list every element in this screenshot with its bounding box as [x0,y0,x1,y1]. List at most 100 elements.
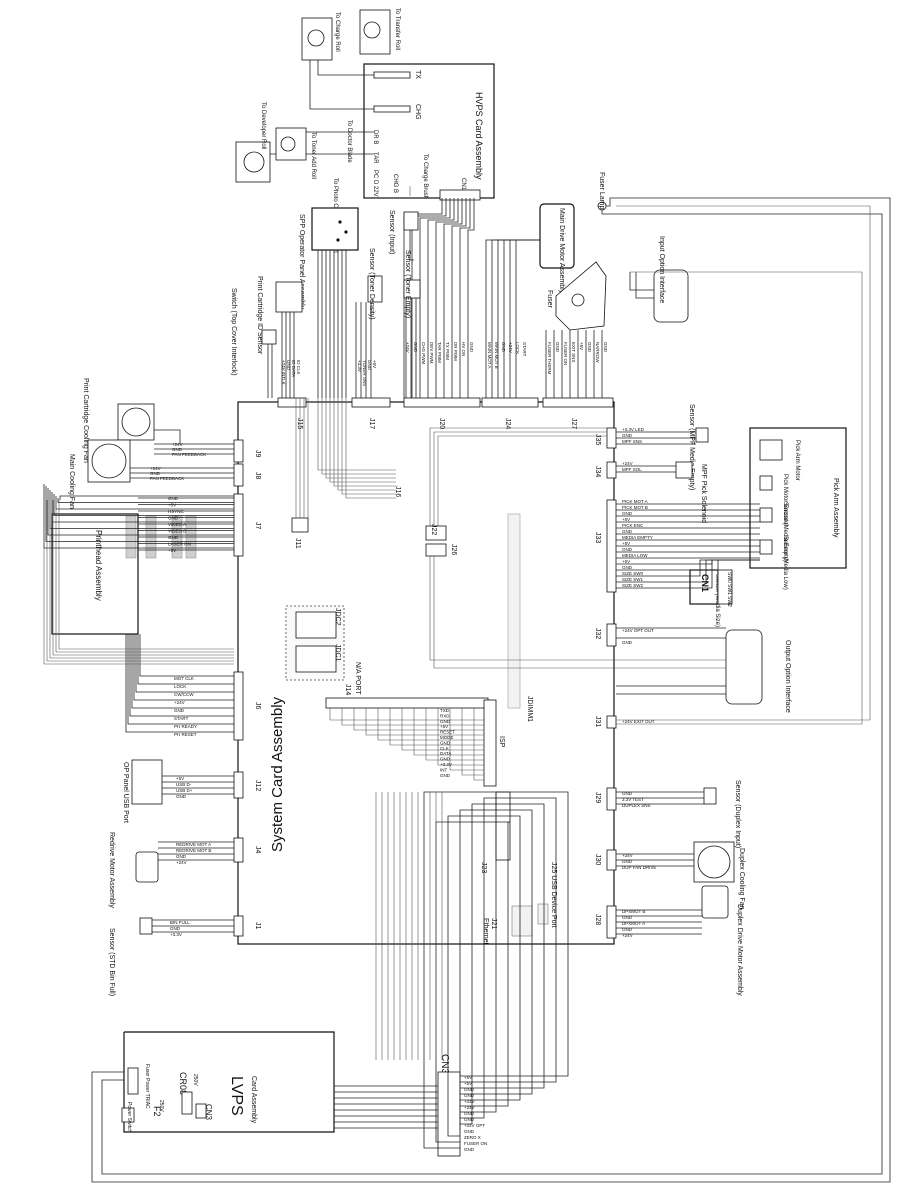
wire [43,500,234,665]
label-j25: J25 USB Device Port [550,862,557,928]
pin-label-j20: GND [413,342,418,353]
pin-label-j7: HSYNC [168,509,185,514]
wire [447,815,510,1137]
connector-j34 [606,461,617,479]
pin-label-j33: GND [622,547,633,552]
connector-j7 [233,493,244,557]
pin-label-j20: DR PWM [453,342,458,361]
label-j9: J9 [254,450,261,458]
pin-label-cn3: GND [464,1117,475,1122]
label-j22: J22 [430,524,437,535]
connector-j20 [403,397,481,408]
label-j33: J33 [594,532,601,543]
wire [413,708,484,756]
label-print-cartridge-id-sensor: Print Cartridge ID Sensor [256,276,263,355]
pin-label-j9: GND [172,447,183,452]
connector-j12 [233,771,244,799]
pin-label-j33: GND [622,565,633,570]
wire [616,205,871,721]
pick-arm-motor [759,439,783,461]
pin-label-j14: RESET [440,730,455,735]
label-tar: TAR [372,152,378,164]
label-duplex-drive-motor: Duplex Drive Motor Assembly [736,904,743,996]
connector-j14 [325,697,489,709]
pin-label-j15: GND [286,360,291,371]
label-printhead-assembly: Printhead Assembly [94,530,103,601]
wire [137,634,234,685]
label-to-doctor-blade: To Doctor Blade [346,120,352,163]
wire [503,239,540,268]
led-icon [338,220,342,224]
label-sw1: SW1 [726,584,732,595]
pin-label-j30: GND [622,859,633,864]
pin-label-j6: LOCK [174,684,186,689]
wire [616,559,760,589]
wire [57,498,234,503]
pin-label-j8: FAN FEEDBACK [150,476,184,481]
connector-j6 [233,671,244,741]
pin-label-j31: +24V EXIT OUT [622,719,655,724]
label-switch-media-size: Switch (Media Size) [714,574,720,627]
wire [365,708,484,736]
wire [449,708,484,771]
wire [47,488,234,536]
wire [317,398,396,471]
pin-label-cn3: ZERO X [464,1135,481,1140]
fan-icon [697,845,731,879]
wire [135,634,234,693]
pin-label-j20: TAR PWM [437,342,442,363]
pin-label-j33: +5V [622,541,630,546]
pin-label-j33: MEDIA EMPTY [622,535,653,540]
cn3-main-connector [437,1071,461,1157]
cr08-component [181,1091,193,1115]
pin-label-j20: TX PWM [445,342,450,360]
wire [129,634,234,717]
wire [443,198,463,398]
pin-label-cn3: +5V [464,1081,472,1086]
led-icon [344,230,348,234]
pin-label-j33: PICK MOT B [622,505,648,510]
label-na-port: N/A PORT [354,662,361,695]
lvps-title: LVPS [228,1076,245,1116]
pin-label-j33: GND [622,529,633,534]
pin-label-cn3: GND [464,1129,475,1134]
label-fuser: Fuser [546,290,553,309]
label-j20: J20 [438,418,445,429]
lvps-cables [329,708,569,1149]
label-j27: J27 [570,418,577,429]
wire [59,495,234,500]
wire [55,500,234,653]
fan-icon [91,443,127,479]
pin-label-j27: FUSER THERM [547,342,552,375]
label-j7: J7 [254,522,261,530]
label-sensor-toner-empty: Sensor (Toner Empty) [404,250,411,318]
pin-label-j33: GND [622,511,633,516]
input-sensor [403,211,419,231]
wire [427,198,455,398]
pin-label-j7: +5V [168,548,176,553]
pin-label-j7: GND [168,496,179,501]
pin-label-cn3: +24V [464,1105,475,1110]
connector-j30 [606,849,617,871]
wire [433,556,726,669]
wire [133,634,234,701]
pin-label-j27: NARROW [595,342,600,363]
label-op-panel-usb-port: OP Panel USB Port [122,762,129,823]
pin-label-j33: +5V [622,517,630,522]
label-chg-b: CHG B [392,174,398,193]
label-duplex-cooling-fan: Duplex Cooling Fan [738,848,745,910]
wire [419,198,451,398]
pin-label-j20: CHG PWM [421,342,426,364]
label-sensor-input: Sensor (Input) [388,210,395,254]
fan-icon [121,407,151,437]
label-fuser-lamp: Fuser Lamp [598,172,605,209]
pin-label-j1: +3.3V [170,932,182,937]
wire [616,271,863,725]
wire [460,803,545,1089]
wire [459,198,471,398]
wire [401,708,484,751]
pin-label-j34: +24V [622,461,633,466]
duplex-input-sensor [703,787,717,805]
hvps-title: HVPS Card Assembly [474,92,484,180]
